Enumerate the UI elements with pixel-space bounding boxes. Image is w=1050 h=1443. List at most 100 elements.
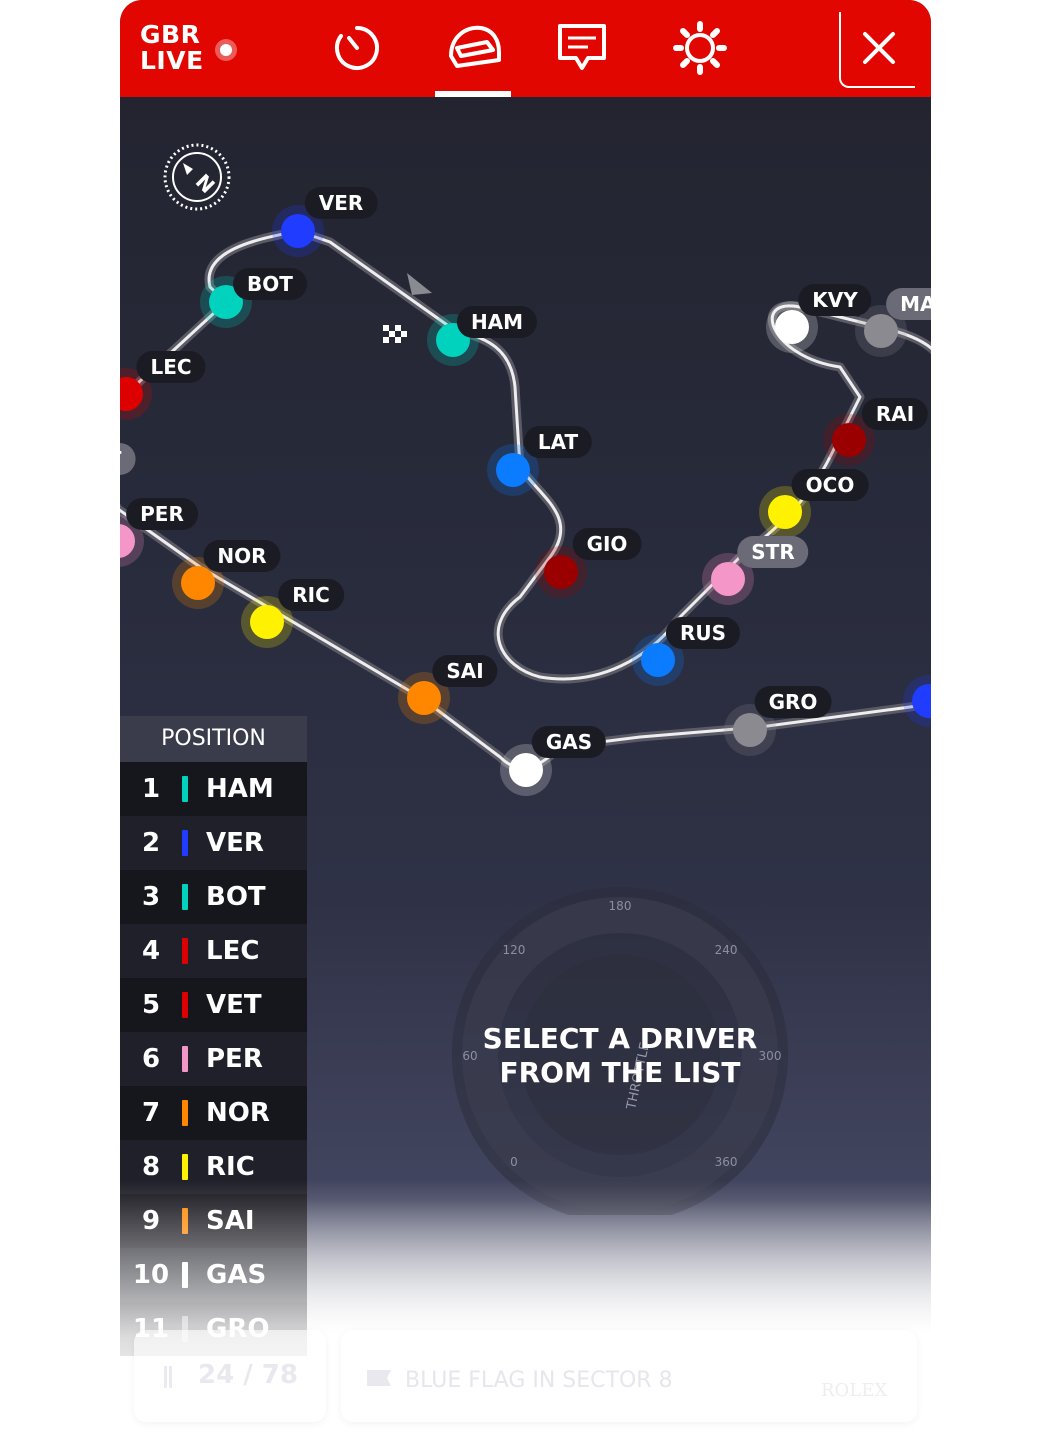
driver-code: VET — [206, 990, 262, 1020]
driver-label-rai[interactable]: RAI — [861, 398, 929, 430]
position-number: 7 — [141, 1098, 161, 1128]
position-row[interactable]: 9 SAI — [120, 1194, 307, 1248]
car-dot-ric[interactable] — [241, 596, 293, 648]
position-number: 6 — [141, 1044, 161, 1074]
driver-label-vet[interactable]: VET — [120, 443, 136, 475]
driver-label-per[interactable]: PER — [126, 498, 198, 530]
position-number: 10 — [132, 1260, 170, 1290]
team-color-bar — [182, 1100, 188, 1126]
driver-code: LEC — [206, 936, 260, 966]
driver-label-gas[interactable]: GAS — [531, 726, 607, 758]
position-row[interactable]: 5 VET — [120, 978, 307, 1032]
car-dot-gio[interactable] — [535, 546, 587, 598]
gear-icon — [673, 21, 727, 75]
position-row[interactable]: 1 HAM — [120, 762, 307, 816]
position-number: 9 — [141, 1206, 161, 1236]
live-indicator — [215, 39, 237, 61]
team-color-bar — [182, 1154, 188, 1180]
top-bar: GBR LIVE — [120, 0, 931, 97]
team-color-bar — [182, 1046, 188, 1072]
position-number: 2 — [141, 828, 161, 858]
helmet-icon — [449, 25, 501, 68]
tab-messages[interactable] — [552, 18, 612, 78]
brand-top: GBR — [140, 20, 201, 49]
car-dot-gro[interactable] — [724, 704, 776, 756]
driver-label-lec[interactable]: LEC — [136, 351, 206, 383]
direction-arrow-icon — [407, 273, 432, 295]
driver-code: GAS — [206, 1260, 267, 1290]
speed-tick-label: 180 — [609, 899, 632, 913]
team-color-bar — [182, 776, 188, 802]
flag-icon — [367, 1370, 391, 1386]
driver-label-gro[interactable]: GRO — [754, 686, 832, 718]
position-row[interactable]: 4 LEC — [120, 924, 307, 978]
driver-code: NOR — [206, 1098, 270, 1128]
active-tab-indicator — [435, 91, 511, 97]
close-icon — [863, 32, 895, 64]
position-number: 5 — [141, 990, 161, 1020]
close-button[interactable] — [839, 12, 915, 88]
driver-label-ham[interactable]: HAM — [456, 306, 538, 338]
lap-counter-card: 24 / 78 — [134, 1330, 326, 1422]
driver-label-str[interactable]: STR — [737, 536, 809, 568]
car-dot-str[interactable] — [702, 553, 754, 605]
car-dot-oco[interactable] — [759, 486, 811, 538]
car-dot-kvy[interactable] — [766, 301, 818, 353]
driver-label-sai[interactable]: SAI — [432, 655, 498, 687]
position-row[interactable]: 10 GAS — [120, 1248, 307, 1302]
speed-tick-label: 300 — [759, 1049, 782, 1063]
team-color-bar — [182, 938, 188, 964]
tab-settings[interactable] — [670, 18, 730, 78]
race-control-card: BLUE FLAG IN SECTOR 8 ROLEX — [341, 1330, 917, 1422]
car-dot-rai[interactable] — [823, 414, 875, 466]
lap-counter: 24 / 78 — [198, 1360, 298, 1390]
driver-code: HAM — [206, 774, 274, 804]
message-line-1: SELECT A DRIVER — [482, 1022, 758, 1055]
driver-label-gio[interactable]: GIO — [572, 528, 642, 560]
driver-label-mag[interactable]: MAG — [886, 288, 931, 320]
driver-label-lat[interactable]: LAT — [523, 426, 593, 458]
team-color-bar — [182, 830, 188, 856]
position-row[interactable]: 6 PER — [120, 1032, 307, 1086]
driver-label-kvy[interactable]: KVY — [798, 284, 872, 316]
driver-code: VER — [206, 828, 264, 858]
car-dot-lat[interactable] — [487, 444, 539, 496]
speed-tick-label: 360 — [715, 1155, 738, 1169]
chat-icon — [558, 24, 606, 70]
checkered-flag-icon — [383, 325, 407, 343]
car-dots — [120, 205, 931, 796]
compass-icon: N — [163, 143, 231, 211]
driver-label-oco[interactable]: OCO — [791, 469, 869, 501]
tab-timer[interactable] — [327, 18, 387, 78]
car-dot-sai[interactable] — [398, 672, 450, 724]
driver-label-ric[interactable]: RIC — [278, 579, 344, 611]
team-color-bar — [182, 1262, 188, 1288]
position-row[interactable]: 2 VER — [120, 816, 307, 870]
tab-driver[interactable] — [443, 18, 503, 78]
car-dot-alb[interactable] — [903, 675, 931, 727]
car-dot-gas[interactable] — [500, 744, 552, 796]
position-row[interactable]: 7 NOR — [120, 1086, 307, 1140]
driver-code: BOT — [206, 882, 266, 912]
select-driver-message: SELECT A DRIVER FROM THE LIST — [450, 1022, 790, 1090]
race-control-message: BLUE FLAG IN SECTOR 8 — [405, 1368, 673, 1393]
driver-label-rus[interactable]: RUS — [665, 617, 741, 649]
position-number: 4 — [141, 936, 161, 966]
driver-code: PER — [206, 1044, 263, 1074]
driver-label-ver[interactable]: VER — [304, 187, 378, 219]
track-centerline — [120, 229, 931, 770]
driver-label-nor[interactable]: NOR — [203, 540, 281, 572]
driver-code: RIC — [206, 1152, 255, 1182]
position-number: 1 — [141, 774, 161, 804]
car-dot-ver[interactable] — [272, 205, 324, 257]
car-dot-rus[interactable] — [632, 634, 684, 686]
brand-bottom: LIVE — [140, 46, 204, 75]
app-window: GBR LIVE — [120, 0, 931, 1443]
driver-code: SAI — [206, 1206, 255, 1236]
team-color-bar — [182, 992, 188, 1018]
driver-label-bot[interactable]: BOT — [233, 268, 307, 300]
